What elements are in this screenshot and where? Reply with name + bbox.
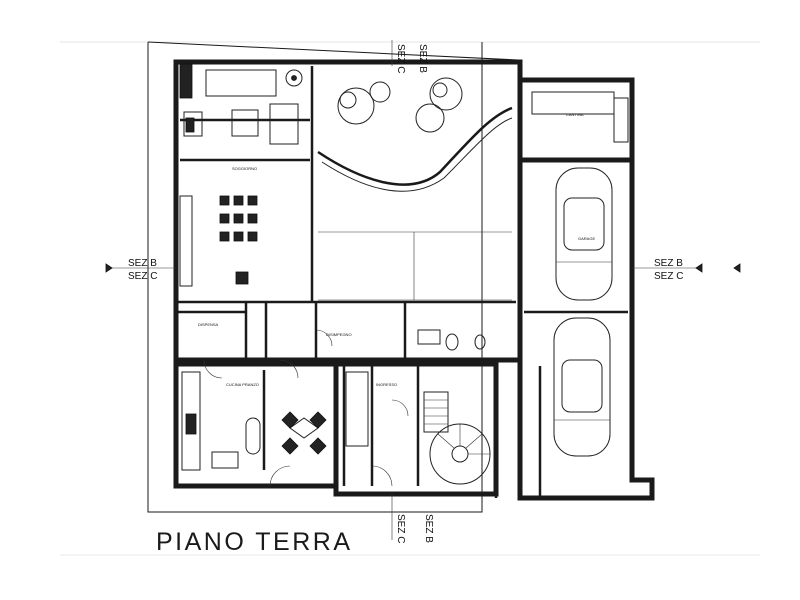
section-mark-bottom: SEZ C SEZ B — [391, 494, 434, 543]
site-boundary — [147, 41, 519, 513]
svg-text:SEZ B: SEZ B — [417, 44, 428, 73]
section-arrow-icon — [733, 263, 741, 273]
room-label-disimpegno: DISIMPEGNO — [326, 332, 352, 337]
svg-text:SEZ C: SEZ C — [128, 271, 157, 282]
living-room-furniture — [179, 63, 303, 287]
bathroom-fixtures — [345, 329, 486, 447]
spiral-staircase — [423, 391, 491, 485]
door-swings — [203, 329, 409, 487]
tree-icon — [337, 77, 463, 133]
room-label-dispensa: DISPENSA — [198, 322, 219, 327]
svg-text:SEZ C: SEZ C — [395, 514, 406, 543]
cellar-shelving — [531, 91, 629, 143]
courtyard — [317, 77, 513, 301]
car-icon — [555, 167, 613, 301]
room-label-ingresso: INGRESSO — [376, 382, 397, 387]
drawing-title: PIANO TERRA — [156, 528, 353, 556]
svg-text:SEZ B: SEZ B — [654, 258, 683, 269]
dining-chairs — [219, 195, 258, 242]
room-label-soggiorno: SOGGIORNO — [232, 166, 257, 171]
room-label-cucina: CUCINA PRANZO — [226, 382, 259, 387]
section-mark-b-left: SEZ B SEZ C — [105, 258, 176, 282]
svg-text:SEZ C: SEZ C — [395, 44, 406, 73]
car-icon — [553, 317, 611, 457]
svg-text:SEZ B: SEZ B — [128, 258, 157, 269]
kitchen-furniture — [181, 371, 327, 471]
section-mark-top: SEZ C SEZ B — [391, 40, 428, 73]
room-label-garage: GARAGE — [578, 236, 595, 241]
svg-text:SEZ B: SEZ B — [423, 514, 434, 543]
room-labels: SOGGIORNO GARAGE CANTINA CUCINA PRANZO D… — [198, 112, 595, 387]
svg-text:SEZ C: SEZ C — [654, 271, 683, 282]
section-mark-b-right: SEZ B SEZ C — [632, 258, 703, 282]
table-with-chairs — [281, 411, 327, 455]
room-label-cantina: CANTINA — [566, 112, 584, 117]
